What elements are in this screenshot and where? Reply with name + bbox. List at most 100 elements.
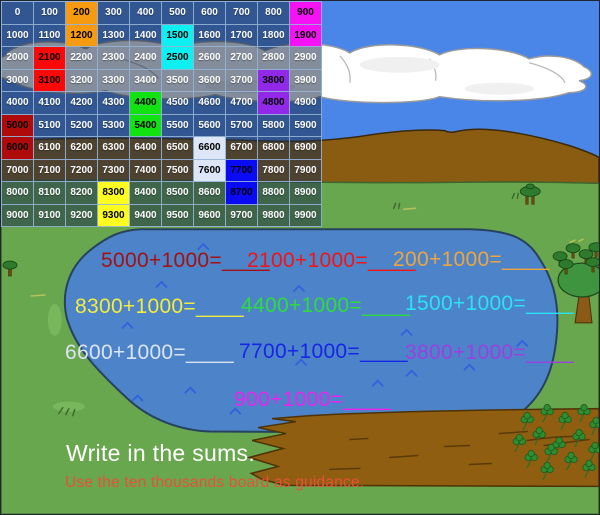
board-cell-1600: 1600 <box>194 24 226 47</box>
equation-4400-1000-: 4400+1000=____ <box>241 295 410 316</box>
grass-tuft-icon <box>392 202 401 210</box>
answer-blank[interactable]: ____ <box>525 341 574 364</box>
small-tree-icon <box>2 260 18 277</box>
board-cell-500: 500 <box>162 2 194 25</box>
water-ripple-icon <box>121 321 134 329</box>
board-cell-7500: 7500 <box>162 159 194 182</box>
board-cell-2900: 2900 <box>290 47 322 70</box>
board-cell-4100: 4100 <box>34 92 66 115</box>
board-cell-6900: 6900 <box>290 137 322 160</box>
board-cell-9400: 9400 <box>130 204 162 227</box>
water-ripple-icon <box>131 394 144 402</box>
grass-patch <box>52 401 85 412</box>
board-cell-5400: 5400 <box>130 114 162 137</box>
water-ripple-icon <box>197 242 210 251</box>
board-cell-300: 300 <box>98 2 130 25</box>
answer-blank[interactable]: ____ <box>361 294 410 317</box>
board-cell-1400: 1400 <box>130 24 162 47</box>
answer-blank[interactable]: ____ <box>185 341 234 364</box>
answer-blank[interactable]: ____ <box>342 388 391 411</box>
equation-label: 6600+1000= <box>65 341 186 364</box>
instruction-title: Write in the sums. <box>66 440 256 466</box>
board-cell-6500: 6500 <box>162 137 194 160</box>
board-cell-600: 600 <box>194 2 226 25</box>
dry-grass-dash <box>30 294 46 297</box>
plant-icon <box>544 443 558 463</box>
board-cell-8800: 8800 <box>258 182 290 205</box>
equation-6600-1000-: 6600+1000=____ <box>65 342 234 363</box>
plant-icon <box>589 417 599 436</box>
answer-blank[interactable]: ____ <box>525 292 574 315</box>
water-ripple-icon <box>516 339 529 347</box>
board-cell-7700: 7700 <box>226 159 258 182</box>
board-cell-2000: 2000 <box>2 47 34 70</box>
plants-icon <box>512 404 599 480</box>
water-ripple-icon <box>293 284 305 292</box>
board-cell-3600: 3600 <box>194 69 226 92</box>
board-cell-7900: 7900 <box>290 159 322 182</box>
board-cell-3500: 3500 <box>162 69 194 92</box>
equation-900-1000-: 900+1000=____ <box>234 389 391 410</box>
board-cell-900: 900 <box>290 2 322 25</box>
board-cell-4800: 4800 <box>258 92 290 115</box>
board-cell-0: 0 <box>2 2 34 25</box>
board-cell-1000: 1000 <box>2 24 34 47</box>
board-cell-5100: 5100 <box>34 114 66 137</box>
water-ripple-icon <box>155 280 168 288</box>
plant-icon <box>572 428 586 448</box>
plant-icon <box>577 404 591 423</box>
board-cell-7400: 7400 <box>130 159 162 182</box>
answer-blank[interactable]: ____ <box>221 249 270 272</box>
board-cell-200: 200 <box>66 2 98 25</box>
board-cell-9300: 9300 <box>98 204 130 227</box>
board-cell-7800: 7800 <box>258 159 290 182</box>
board-cell-2300: 2300 <box>98 47 130 70</box>
board-cell-8700: 8700 <box>226 182 258 205</box>
water-ripple-icon <box>463 363 476 371</box>
board-cell-3300: 3300 <box>98 69 130 92</box>
dry-grass-dash <box>402 207 417 211</box>
board-cell-3800: 3800 <box>258 69 290 92</box>
answer-blank[interactable]: ____ <box>195 295 244 318</box>
dirt-bank <box>246 407 599 488</box>
board-cell-2100: 2100 <box>34 47 66 70</box>
board-cell-3900: 3900 <box>290 69 322 92</box>
board-cell-3700: 3700 <box>226 69 258 92</box>
board-cell-6800: 6800 <box>258 137 290 160</box>
water-ripples <box>121 242 529 415</box>
answer-blank[interactable]: ____ <box>367 249 416 272</box>
board-cell-8900: 8900 <box>290 182 322 205</box>
board-cell-9700: 9700 <box>226 204 258 227</box>
board-cell-2700: 2700 <box>226 47 258 70</box>
plant-icon <box>588 441 599 461</box>
board-cell-9000: 9000 <box>2 204 34 227</box>
water-ripple-icon <box>405 369 418 377</box>
grass-tuft-icon <box>511 192 520 200</box>
plant-icon <box>564 451 578 471</box>
board-cell-9500: 9500 <box>162 204 194 227</box>
board-cell-2500: 2500 <box>162 47 194 70</box>
equation-5000-1000-: 5000+1000=____ <box>101 250 270 271</box>
water-ripple-icon <box>371 379 384 387</box>
board-cell-5000: 5000 <box>2 114 34 137</box>
board-cell-8300: 8300 <box>98 182 130 205</box>
board-cell-3100: 3100 <box>34 69 66 92</box>
board-cell-5800: 5800 <box>258 114 290 137</box>
equation-label: 200+1000= <box>393 248 502 271</box>
board-cell-6100: 6100 <box>34 137 66 160</box>
equation-3800-1000-: 3800+1000=____ <box>405 342 574 363</box>
board-cell-1900: 1900 <box>290 24 322 47</box>
board-cell-3200: 3200 <box>66 69 98 92</box>
answer-blank[interactable]: ____ <box>359 340 408 363</box>
board-cell-9100: 9100 <box>34 204 66 227</box>
water-ripple-icon <box>400 328 413 336</box>
board-cell-5600: 5600 <box>194 114 226 137</box>
grass-patch <box>47 303 62 336</box>
answer-blank[interactable]: ____ <box>501 248 550 271</box>
equation-label: 8300+1000= <box>75 295 196 318</box>
equation-7700-1000-: 7700+1000=____ <box>239 341 408 362</box>
board-cell-7600: 7600 <box>194 159 226 182</box>
board-cell-1300: 1300 <box>98 24 130 47</box>
